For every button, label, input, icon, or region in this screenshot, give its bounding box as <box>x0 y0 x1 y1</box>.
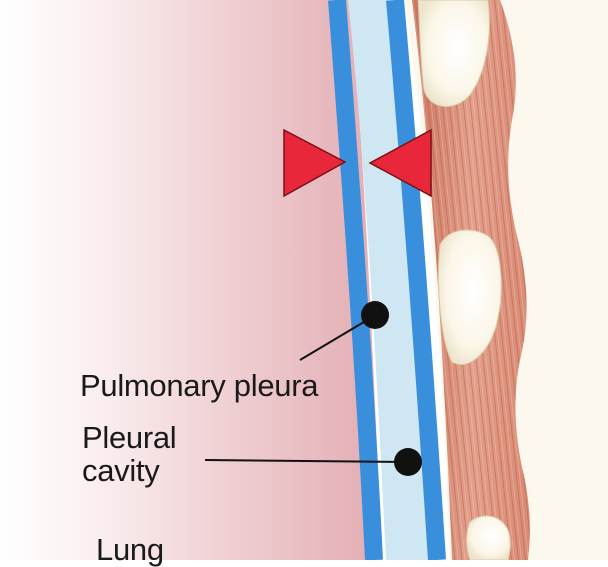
pleural-cavity-leader <box>204 459 409 463</box>
pleural-cavity <box>348 0 432 560</box>
rib-middle <box>438 229 502 365</box>
lung-label: Lung <box>96 532 164 567</box>
rib-upper <box>417 0 490 107</box>
arrow-right-marker <box>283 128 347 198</box>
pleural-cavity-label-line2: cavity <box>82 453 160 488</box>
lung-tissue <box>0 0 382 560</box>
pulmonary-pleura-line <box>328 0 383 560</box>
rib-lower <box>466 515 511 560</box>
pleural-cavity-dot <box>394 448 422 476</box>
pleural-cavity-label-line1: Pleural <box>82 420 177 455</box>
parietal-pleura-line <box>386 0 446 560</box>
pulmonary-pleura-leader <box>299 315 375 361</box>
pulmonary-pleura-label: Pulmonary pleura <box>80 368 319 403</box>
arrow-left-marker <box>368 128 432 198</box>
pulmonary-pleura-dot <box>361 301 389 329</box>
